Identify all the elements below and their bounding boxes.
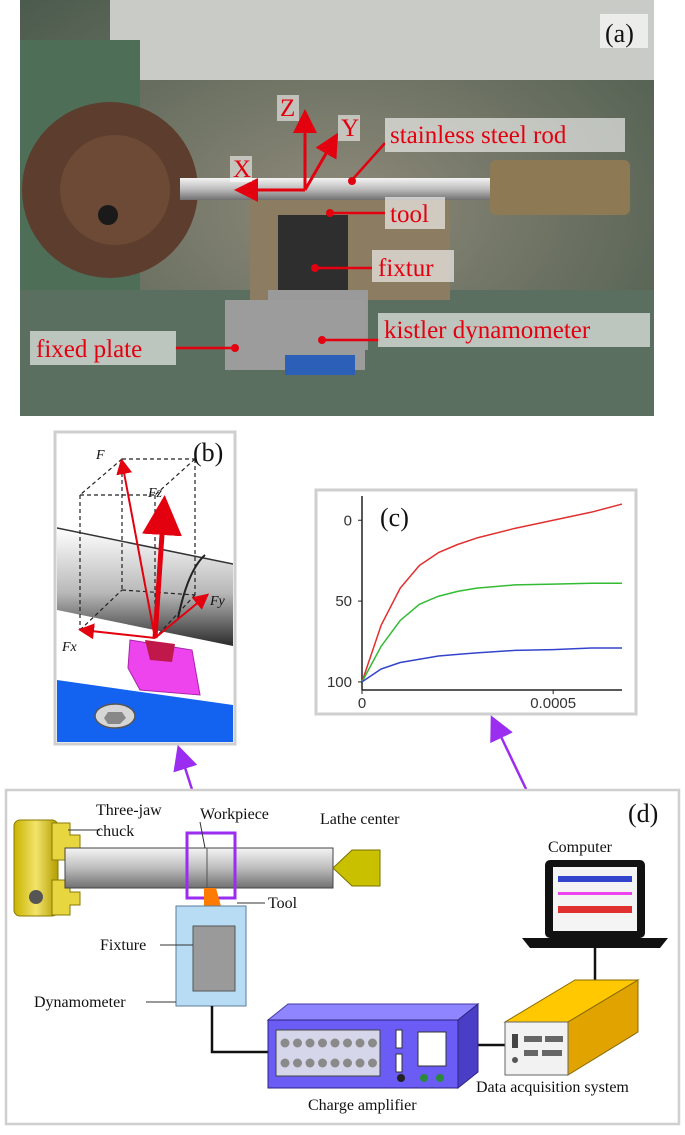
label-workpiece: Workpiece: [200, 806, 269, 823]
y-tick-label: 50: [335, 593, 352, 610]
z-axis-label: Z: [280, 95, 295, 122]
panel-a-label: (a): [605, 19, 634, 48]
amplifier-connector: [280, 1058, 290, 1068]
amplifier-connector: [330, 1058, 340, 1068]
label-fz: Fz: [147, 486, 163, 501]
label-fx: Fx: [61, 640, 78, 655]
chuck-inner: [60, 135, 170, 245]
amplifier-connector: [305, 1058, 315, 1068]
label-tool: Tool: [268, 895, 298, 912]
label-data-acquisition-system: Data acquisition system: [476, 1079, 629, 1096]
amplifier-connector: [330, 1038, 340, 1048]
panel-c-frame: [314, 488, 638, 716]
panel-d: (d) Three-jaw chuck Workpiece Lathe cent…: [4, 788, 681, 1126]
force-fy-arrow: [154, 593, 210, 639]
leader-rod: [351, 142, 386, 181]
panel-c: 100 50 0 0 0.0005 (c): [314, 488, 638, 716]
force-fx-arrow: [78, 623, 156, 640]
panel-c-label: (c): [380, 503, 409, 532]
cabinet: [110, 0, 654, 80]
amplifier-connector: [318, 1038, 327, 1048]
label-charge-amplifier: Charge amplifier: [308, 1097, 417, 1114]
workpiece: [64, 847, 334, 889]
fixture-block: [278, 215, 348, 295]
chip-curve: [177, 554, 206, 619]
label-chuck: chuck: [96, 823, 134, 840]
label-fy: Fy: [209, 594, 226, 609]
label-kistler-dynamometer: kistler dynamometer: [384, 317, 591, 344]
cable-dyn-amp: [210, 1006, 268, 1054]
amplifier-connector: [280, 1038, 290, 1048]
label-dynamometer: Dynamometer: [34, 994, 126, 1011]
amplifier-connector: [355, 1038, 365, 1048]
label-lathe-center: Lathe center: [320, 811, 400, 828]
panel-a: Z Y X stainless steel rod tool fixtur ki…: [20, 0, 654, 416]
x-tick-label: 0: [358, 695, 366, 712]
series-line-1: [361, 582, 622, 683]
amplifier-connector: [343, 1038, 352, 1048]
label-computer: Computer: [548, 839, 613, 856]
amplifier-connector: [305, 1038, 315, 1048]
label-stainless-steel-rod: stainless steel rod: [390, 122, 567, 149]
label-tool: tool: [390, 201, 429, 228]
stainless-steel-rod: [180, 178, 510, 200]
tool: [204, 888, 222, 910]
force-fz-arrow: [142, 495, 182, 639]
blue-base: [57, 680, 233, 742]
y-axis-label: Y: [341, 115, 359, 142]
label-f: F: [95, 448, 105, 463]
amplifier-connector: [318, 1058, 327, 1068]
x-tick-label: 0.0005: [530, 695, 576, 712]
fixture: [192, 925, 236, 992]
data-acquisition-system: [503, 979, 640, 1076]
tailstock: [490, 160, 630, 215]
amplifier-connector: [343, 1058, 352, 1068]
label-fixture: Fixture: [100, 937, 146, 954]
lathe-center: [332, 849, 381, 887]
y-axis-arrow: [303, 132, 338, 191]
label-fixtur: fixtur: [378, 255, 434, 282]
force-f-arrow: [116, 458, 156, 639]
amplifier-connector: [355, 1058, 365, 1068]
x-axis-label: X: [233, 156, 251, 183]
y-tick-label: 0: [344, 512, 352, 529]
amplifier-connector: [368, 1038, 377, 1048]
computer: [522, 860, 668, 948]
charge-amplifier: [266, 1002, 480, 1090]
chuck-bore: [98, 205, 118, 225]
series-line-2: [361, 647, 622, 683]
amplifier-connector: [293, 1058, 302, 1068]
y-tick-label: 100: [327, 674, 352, 691]
blue-base: [285, 355, 355, 375]
panel-b-label: (b): [193, 438, 223, 467]
three-jaw-chuck: [13, 819, 81, 917]
tool-insert: [127, 639, 201, 696]
series-line-0: [361, 503, 623, 683]
panel-b: F Fz Fy Fx (b): [53, 430, 237, 746]
amplifier-connector: [368, 1058, 377, 1068]
label-fixed-plate: fixed plate: [36, 336, 142, 363]
amplifier-connector: [293, 1038, 302, 1048]
panel-d-label: (d): [628, 799, 658, 828]
label-three-jaw: Three-jaw: [96, 802, 162, 819]
tool-tip: [145, 640, 175, 662]
